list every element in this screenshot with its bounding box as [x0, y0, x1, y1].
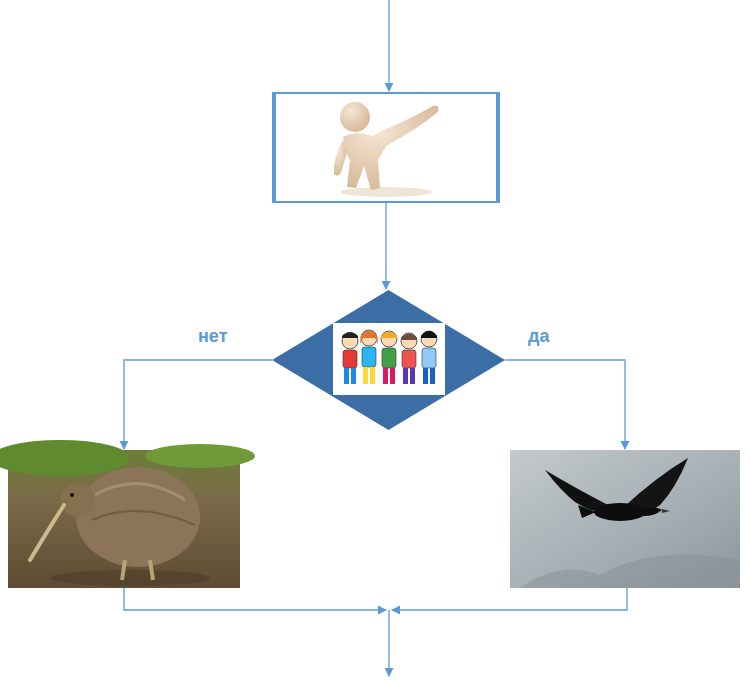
diamond-outline — [272, 290, 505, 430]
exit-arrow — [388, 610, 389, 676]
raven-photo — [510, 450, 740, 588]
flow-connector — [505, 360, 625, 449]
picture-block — [510, 450, 740, 588]
flow-connector — [124, 360, 272, 449]
entry-arrow — [388, 0, 389, 91]
branch-label: да — [526, 326, 551, 346]
free-label-holder: нет — [196, 326, 229, 347]
decision-diamond — [272, 290, 505, 430]
branch-label: нет — [196, 326, 229, 346]
flow-connector — [385, 203, 386, 289]
picture-block — [8, 450, 240, 588]
process-box — [272, 92, 500, 203]
merge-line — [392, 588, 627, 610]
merge-line — [124, 588, 386, 610]
kiwi-photo — [0, 440, 255, 588]
free-label-holder: да — [526, 326, 551, 347]
